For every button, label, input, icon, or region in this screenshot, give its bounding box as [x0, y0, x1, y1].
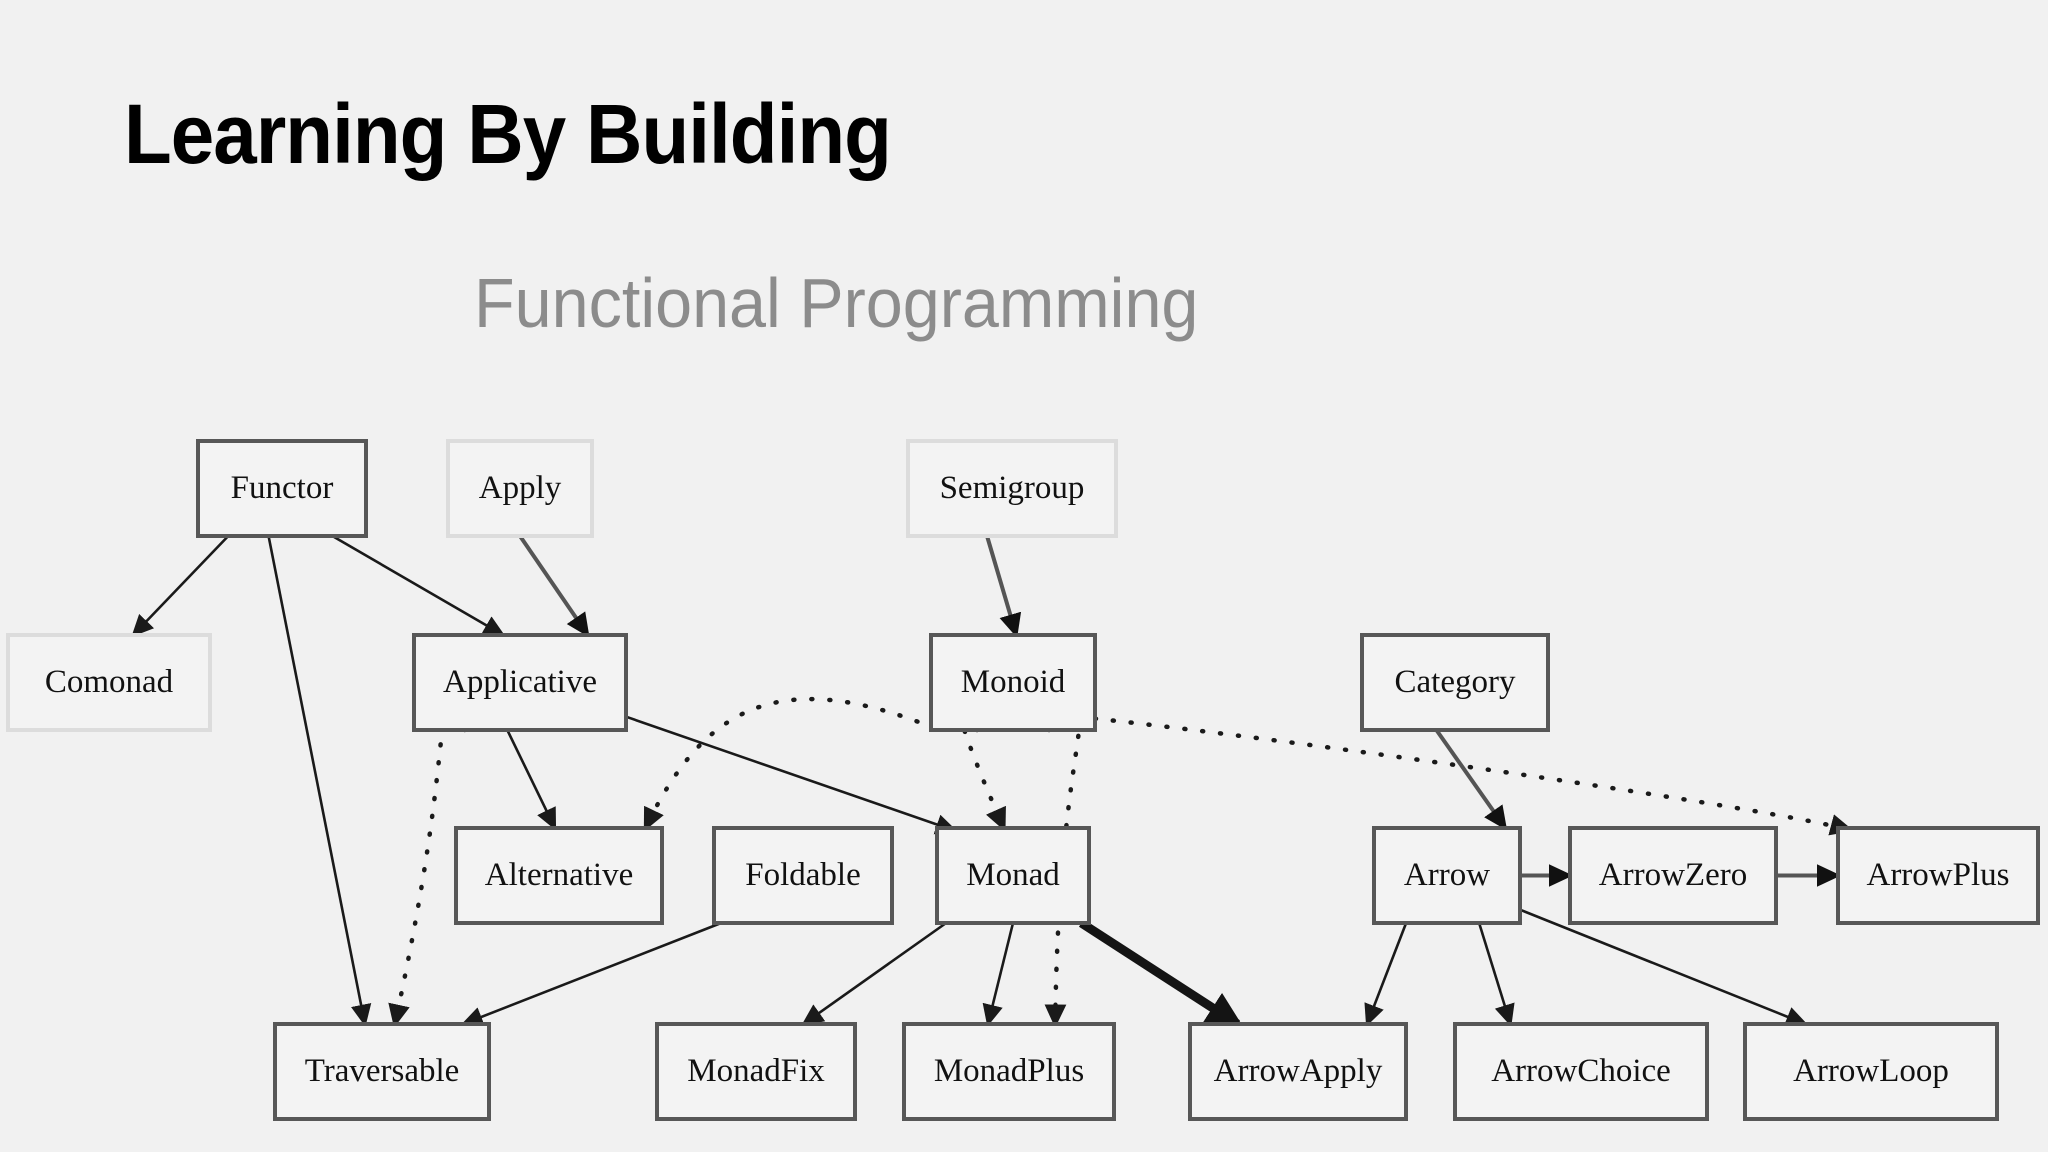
edge-hit-area — [988, 923, 1013, 1024]
edge-category-to-arrow — [1434, 728, 1508, 831]
node-functor[interactable]: Functor — [196, 439, 368, 538]
edge-hit-area — [1081, 923, 1237, 1024]
edge-hit-area — [269, 536, 365, 1024]
node-box[interactable] — [273, 1022, 491, 1121]
node-semigroup[interactable]: Semigroup — [906, 439, 1118, 538]
edge-applicative-to-monad — [625, 715, 958, 835]
edge-monad-to-monadfix — [801, 921, 947, 1026]
node-box[interactable] — [1360, 633, 1550, 732]
edge-functor-to-comonad — [131, 535, 230, 637]
node-box[interactable] — [935, 826, 1091, 925]
node-box[interactable] — [6, 633, 212, 732]
edge-hit-area — [463, 923, 721, 1024]
node-comonad[interactable]: Comonad — [6, 633, 212, 732]
node-monoid[interactable]: Monoid — [929, 633, 1097, 732]
edge-hit-area — [1479, 923, 1510, 1024]
node-foldable[interactable]: Foldable — [712, 826, 894, 925]
node-arrowchoice[interactable]: ArrowChoice — [1453, 1022, 1709, 1121]
node-monad[interactable]: Monad — [935, 826, 1091, 925]
edge-hit-area — [804, 923, 947, 1024]
node-monadfix[interactable]: MonadFix — [655, 1022, 857, 1121]
node-arrowzero[interactable]: ArrowZero — [1568, 826, 1778, 925]
node-box[interactable] — [1836, 826, 2040, 925]
edge-foldable-to-traversable — [460, 921, 722, 1027]
edge-hit-area — [1520, 910, 1805, 1024]
edge-apply-to-applicative — [518, 534, 590, 638]
node-box[interactable] — [929, 633, 1097, 732]
node-box[interactable] — [1453, 1022, 1709, 1121]
node-arrowplus[interactable]: ArrowPlus — [1836, 826, 2040, 925]
edge-hit-area — [507, 730, 555, 828]
edge-hit-area — [332, 536, 503, 635]
edge-monad-to-arrowapply — [1078, 919, 1245, 1029]
node-box[interactable] — [655, 1022, 857, 1121]
node-box[interactable] — [1743, 1022, 1999, 1121]
node-box[interactable] — [454, 826, 664, 925]
node-arrow[interactable]: Arrow — [1372, 826, 1522, 925]
edge-applicative-to-alternative — [506, 729, 557, 831]
edge-semigroup-to-monoid — [985, 535, 1022, 638]
node-arrowapply[interactable]: ArrowApply — [1188, 1022, 1408, 1121]
edge-hit-area — [1367, 923, 1406, 1024]
node-apply[interactable]: Apply — [446, 439, 594, 538]
edge-monoid-to-arrowplus — [1092, 716, 1854, 836]
node-box[interactable] — [412, 633, 628, 732]
edge-functor-to-traversable — [267, 535, 372, 1027]
edge-hit-area — [1436, 730, 1505, 828]
node-category[interactable]: Category — [1360, 633, 1550, 732]
node-box[interactable] — [1372, 826, 1522, 925]
page-title: Learning By Building — [124, 87, 892, 181]
edge-hit-area — [133, 536, 228, 635]
edge-arrow-to-arrowchoice — [1477, 922, 1515, 1027]
edge-arrow-to-arrowapply — [1364, 922, 1408, 1027]
node-monadplus[interactable]: MonadPlus — [902, 1022, 1116, 1121]
edge-hit-area — [987, 536, 1016, 635]
node-box[interactable] — [446, 439, 594, 538]
node-traversable[interactable]: Traversable — [273, 1022, 491, 1121]
page-subtitle: Functional Programming — [474, 264, 1199, 342]
node-applicative[interactable]: Applicative — [412, 633, 628, 732]
diagram-edges — [131, 534, 1854, 1029]
edge-functor-to-applicative — [331, 534, 506, 637]
node-box[interactable] — [906, 439, 1118, 538]
edge-monad-to-monadplus — [982, 922, 1015, 1027]
edge-hit-area — [520, 536, 588, 635]
node-alternative[interactable]: Alternative — [454, 826, 664, 925]
node-box[interactable] — [196, 439, 368, 538]
node-box[interactable] — [1188, 1022, 1408, 1121]
edge-arrow-to-arrowloop — [1519, 908, 1809, 1027]
node-box[interactable] — [902, 1022, 1116, 1121]
node-box[interactable] — [712, 826, 894, 925]
node-arrowloop[interactable]: ArrowLoop — [1743, 1022, 1999, 1121]
node-box[interactable] — [1568, 826, 1778, 925]
